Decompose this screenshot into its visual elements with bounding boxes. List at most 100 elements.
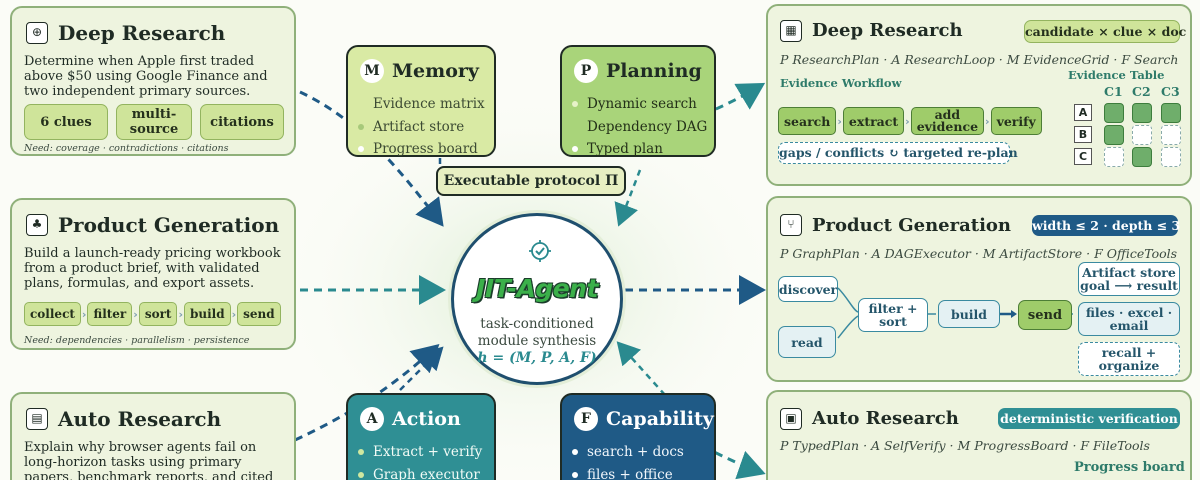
auto-research-solution-panel: ▣ Auto Research deterministic verificati…	[766, 390, 1192, 480]
artifact-store-box: Artifact store goal ⟶ result	[1078, 262, 1180, 296]
chevron-right-icon: ›	[81, 307, 87, 321]
dag-node-send: send	[1018, 300, 1072, 330]
planning-title: Planning	[606, 60, 702, 82]
hub-line2: module synthesis	[477, 333, 597, 349]
deep-research-solution-panel: ▦ Deep Research candidate × clue × doc P…	[766, 4, 1192, 186]
memory-title: Memory	[392, 60, 479, 82]
column-c3: C3	[1161, 84, 1180, 99]
workflow-extract: extract	[842, 107, 905, 135]
arrow-action-center	[399, 346, 444, 391]
evidence-workflow: search › extract › add evidence › verify	[778, 106, 1042, 136]
office-tools-box: files · excel · email	[1078, 302, 1180, 336]
dag-node-discover: discover	[778, 276, 838, 302]
product-generation-need: Need: dependencies · parallelism · persi…	[24, 335, 250, 346]
hub-formula: h = (M, P, A, F)	[477, 350, 597, 366]
memory-item: Evidence matrix	[373, 96, 485, 112]
hub-line1: task-conditioned	[480, 316, 594, 332]
hierarchy-icon: ♣	[26, 214, 48, 236]
deep-research-badge: candidate × clue × doc	[1024, 20, 1186, 43]
workflow-add-evidence: add evidence	[910, 107, 985, 135]
document-check-icon: ▣	[780, 408, 802, 430]
product-flow: collect › filter › sort › build › send	[24, 301, 281, 327]
product-generation-description: Build a launch-ready pricing workbook fr…	[24, 246, 281, 291]
dag-node-filter-sort: filter + sort	[858, 298, 928, 332]
deep-research-solution-title: Deep Research	[812, 20, 963, 41]
protocol-label: Executable protocol Π	[436, 166, 626, 196]
memory-letter: M	[360, 59, 384, 83]
flow-step-sort: sort	[138, 302, 178, 326]
deep-research-title: Deep Research	[58, 21, 226, 45]
evidence-row-label: A	[1074, 104, 1092, 121]
flow-step-collect: collect	[24, 302, 81, 326]
globe-search-icon: ⊕	[26, 22, 48, 44]
chevron-right-icon: ›	[905, 114, 910, 128]
multi-source-chip: multi- source	[116, 104, 192, 140]
planning-letter: P	[574, 59, 598, 83]
deep-research-subtitle: P ResearchPlan · A ResearchLoop · M Evid…	[780, 52, 1179, 67]
chevron-right-icon: ›	[178, 307, 183, 321]
arrow-capability-center	[616, 341, 666, 396]
chevron-right-icon: ›	[133, 307, 138, 321]
action-item: Extract + verify	[358, 441, 482, 464]
document-search-icon: ▤	[26, 408, 48, 430]
arrow-deep-research-in	[299, 90, 444, 227]
auto-research-solution-title: Auto Research	[812, 408, 959, 429]
dag-node-read: read	[778, 326, 836, 358]
auto-research-task-panel: ▤ Auto Research Explain why browser agen…	[10, 392, 296, 480]
evidence-table-label: Evidence Table	[1068, 68, 1165, 82]
citations-chip: citations	[200, 104, 284, 140]
evidence-cell	[1132, 103, 1152, 123]
deep-research-description: Determine when Apple first traded above …	[24, 54, 268, 99]
evidence-row-label: C	[1074, 148, 1092, 165]
shield-check-icon	[529, 240, 551, 262]
chevron-right-icon: ›	[837, 114, 842, 128]
branch-icon: ⑂	[780, 214, 802, 236]
action-letter: A	[360, 407, 384, 431]
evidence-cell	[1161, 147, 1181, 167]
product-generation-task-panel: ♣ Product Generation Build a launch-read…	[10, 198, 296, 350]
evidence-cell	[1161, 103, 1181, 123]
product-generation-subtitle: P GraphPlan · A DAGExecutor · M Artifact…	[780, 246, 1178, 261]
progress-board-label: Progress board	[1074, 460, 1185, 475]
auto-research-badge: deterministic verification	[998, 408, 1180, 429]
product-generation-badge: width ≤ 2 · depth ≤ 3	[1032, 215, 1180, 236]
evidence-cell	[1104, 103, 1124, 123]
planning-item: Dynamic search	[572, 93, 707, 116]
deep-research-task-panel: ⊕ Deep Research Determine when Apple fir…	[10, 6, 296, 156]
dag-node-build: build	[938, 300, 1000, 328]
deep-research-need: Need: coverage · contradictions · citati…	[24, 143, 229, 154]
evidence-cell	[1104, 125, 1124, 145]
product-generation-title: Product Generation	[58, 213, 280, 237]
planning-item: Typed plan	[572, 138, 707, 161]
chevron-right-icon: ›	[231, 307, 237, 321]
product-generation-solution-title: Product Generation	[812, 215, 1011, 236]
capability-title: Capability	[606, 408, 714, 430]
planning-item: Dependency DAG	[587, 118, 708, 135]
workflow-verify: verify	[990, 107, 1042, 135]
memory-item: Artifact store	[358, 116, 485, 139]
action-title: Action	[392, 408, 461, 430]
evidence-cell	[1132, 147, 1152, 167]
evidence-cell	[1132, 125, 1152, 145]
capability-item: search + docs	[572, 441, 684, 464]
evidence-workflow-label: Evidence Workflow	[780, 76, 902, 90]
auto-research-description: Explain why browser agents fail on long-…	[24, 440, 274, 480]
evidence-row-label: B	[1074, 126, 1092, 143]
clues-chip: 6 clues	[24, 104, 108, 140]
arrow-deep-research-out	[689, 82, 766, 122]
flow-step-build: build	[183, 302, 231, 326]
memory-item: Progress board	[358, 138, 485, 161]
recall-box: recall + organize	[1078, 342, 1180, 376]
auto-research-title: Auto Research	[58, 407, 222, 431]
chevron-right-icon: ›	[985, 114, 990, 128]
column-c2: C2	[1132, 84, 1151, 99]
replan-box: gaps / conflicts ↻ targeted re-plan	[778, 142, 1018, 164]
evidence-cell	[1161, 125, 1181, 145]
arrow-planning-center	[614, 169, 642, 227]
auto-research-subtitle: P TypedPlan · A SelfVerify · M ProgressB…	[780, 438, 1150, 453]
flow-step-filter: filter	[87, 302, 133, 326]
